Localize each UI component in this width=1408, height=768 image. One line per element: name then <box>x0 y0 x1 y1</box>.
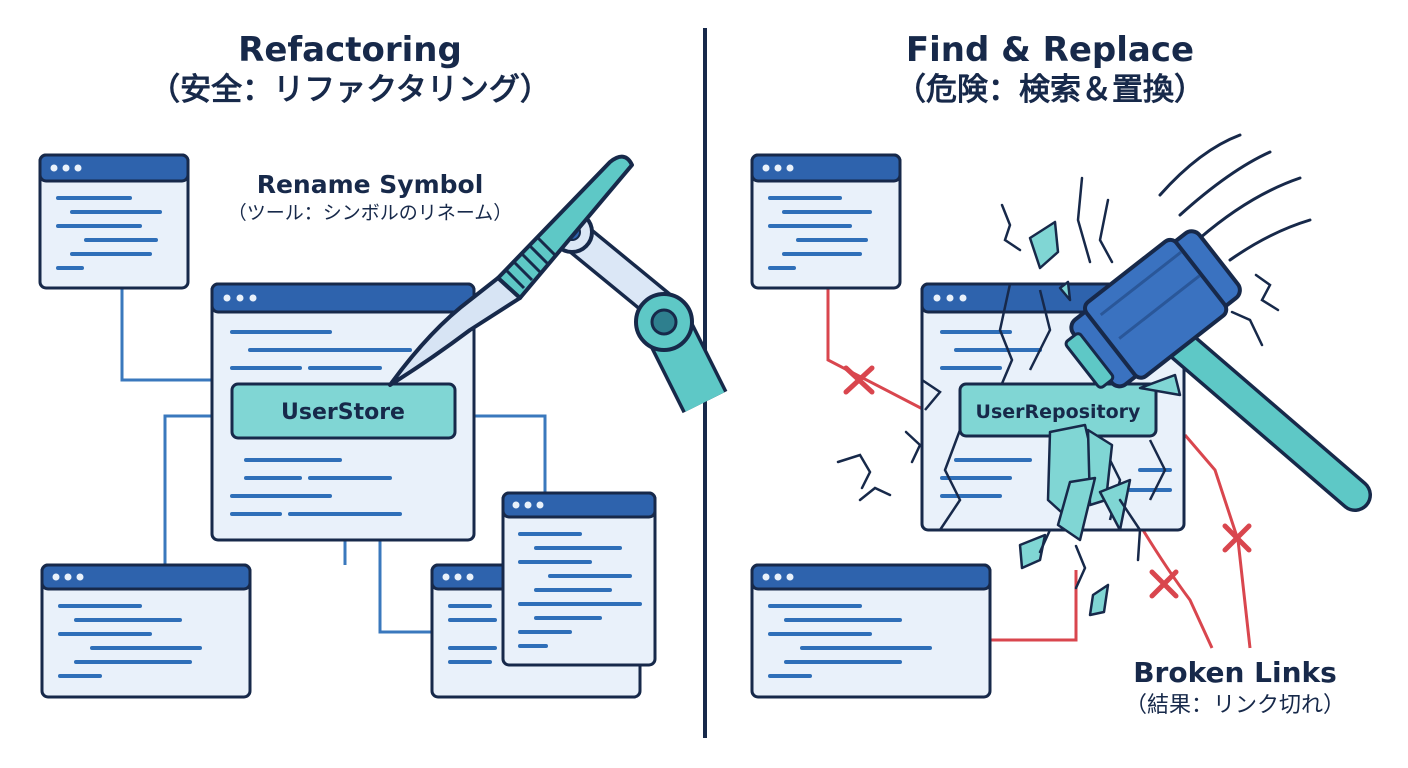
link-broken-bottom <box>990 570 1078 642</box>
symbol-left-text: UserStore <box>281 400 405 425</box>
code-window-top-left <box>38 153 190 290</box>
left-links <box>120 288 547 634</box>
link-left-bottom <box>163 414 232 565</box>
code-window-bottom-front <box>501 491 657 667</box>
cross-mark-2 <box>1149 569 1179 599</box>
link-left-top <box>120 288 212 382</box>
motion-lines <box>1158 133 1312 262</box>
broken-link-marks <box>843 365 1252 599</box>
symbol-chip-left: UserStore <box>230 382 457 440</box>
left-subtitle: （安全：リファクタリング） <box>149 72 551 108</box>
left-title: Refactoring <box>238 30 462 70</box>
code-window-bottom-left <box>40 563 252 699</box>
tool-label-block: Rename Symbol （ツール：シンボルのリネーム） <box>190 170 550 226</box>
tool-label: Rename Symbol <box>256 170 484 199</box>
link-broken-top-left <box>826 288 941 420</box>
right-subtitle: （危険：検索＆置換） <box>895 72 1205 108</box>
impact-cracks <box>836 176 1280 590</box>
symbol-right-text: UserRepository <box>976 401 1141 423</box>
left-title-block: Refactoring （安全：リファクタリング） <box>60 30 640 110</box>
link-right-code <box>455 414 547 493</box>
link-bottom-right <box>378 540 432 634</box>
glass-shards <box>1018 220 1182 617</box>
cross-mark-3 <box>1222 523 1252 553</box>
cross-mark-1 <box>843 365 875 395</box>
code-window-right-top <box>750 153 902 290</box>
symbol-chip-right: UserRepository <box>958 382 1158 438</box>
right-title-block: Find & Replace （危険：検索＆置換） <box>760 30 1340 110</box>
hammer-icon <box>1064 229 1372 512</box>
right-title: Find & Replace <box>905 30 1195 70</box>
scalpel-icon <box>388 154 634 387</box>
tool-sublabel: （ツール：シンボルのリネーム） <box>227 202 513 224</box>
right-links <box>826 288 1252 649</box>
result-sublabel: （結果：リンク切れ） <box>1124 693 1345 718</box>
code-window-right-bottom <box>750 563 992 699</box>
robot-arm <box>550 210 728 414</box>
result-label-block: Broken Links （結果：リンク切れ） <box>1070 655 1400 721</box>
link-broken-to-label-b <box>1183 434 1252 649</box>
result-label: Broken Links <box>1133 656 1337 689</box>
